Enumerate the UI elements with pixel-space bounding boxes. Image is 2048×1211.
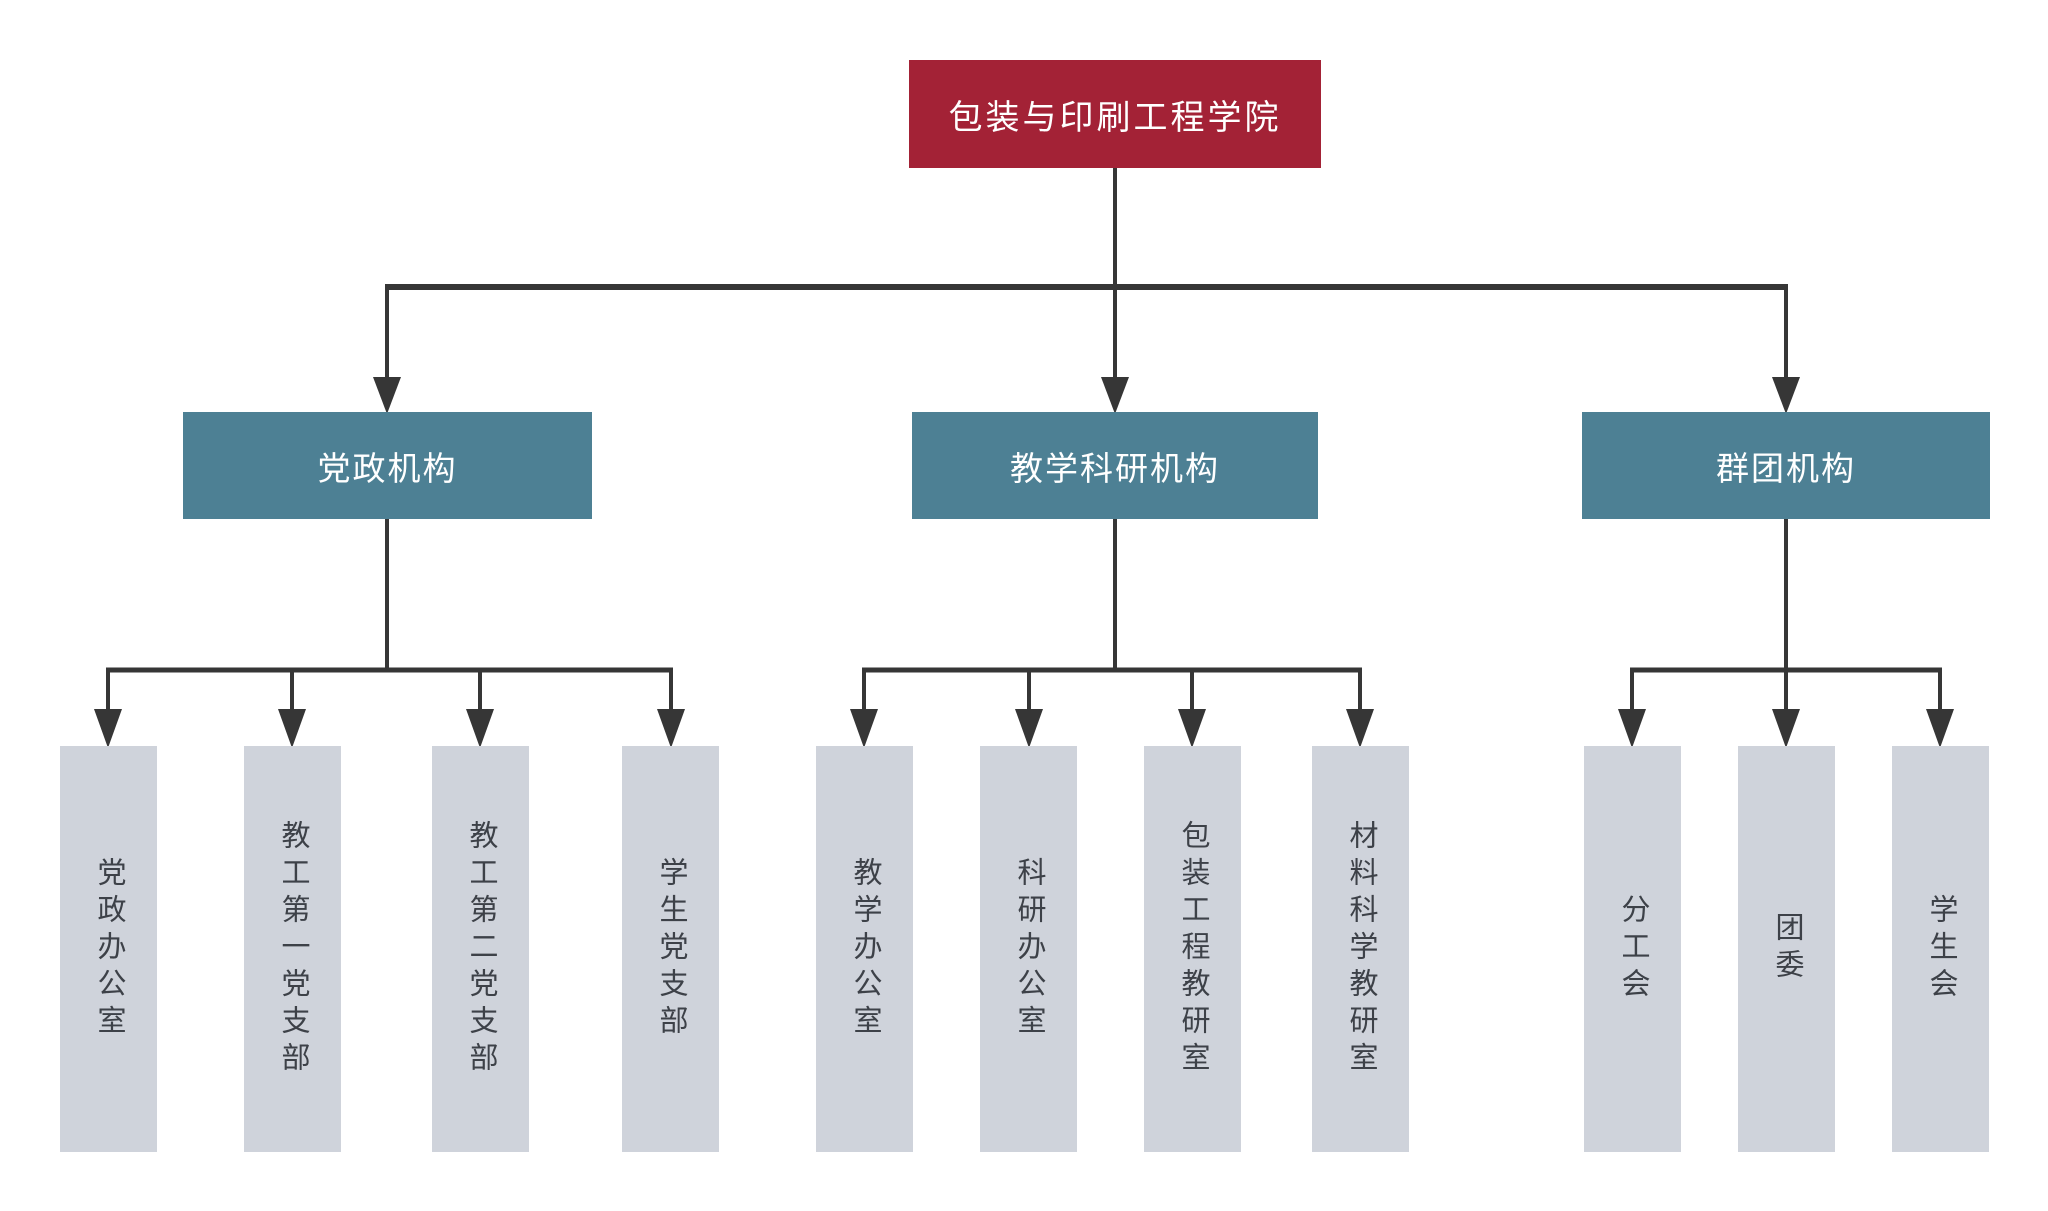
node-student-party-branch: 学生党支部 bbox=[622, 746, 719, 1152]
arrowhead-leaf-8 bbox=[1346, 709, 1374, 748]
node-materials-science-teaching-research-office: 材料科学教研室 bbox=[1312, 746, 1409, 1152]
arrowhead-leaf-6 bbox=[1015, 709, 1043, 748]
node-faculty-second-party-branch: 教工第二党支部 bbox=[432, 746, 529, 1152]
node-teaching-research-orgs: 教学科研机构 bbox=[912, 412, 1318, 519]
node-mass-orgs: 群团机构 bbox=[1582, 412, 1990, 519]
node-research-office: 科研办公室 bbox=[980, 746, 1077, 1152]
node-teaching-office: 教学办公室 bbox=[816, 746, 913, 1152]
arrowhead-leaf-4 bbox=[657, 709, 685, 748]
arrowhead-leaf-11 bbox=[1926, 709, 1954, 748]
node-college: 包装与印刷工程学院 bbox=[909, 60, 1321, 168]
node-party-gov-orgs: 党政机构 bbox=[183, 412, 592, 519]
node-youth-league-committee: 团委 bbox=[1738, 746, 1835, 1152]
node-branch-trade-union: 分工会 bbox=[1584, 746, 1681, 1152]
node-faculty-first-party-branch: 教工第一党支部 bbox=[244, 746, 341, 1152]
node-student-union: 学生会 bbox=[1892, 746, 1989, 1152]
arrowhead-branch-middle bbox=[1101, 377, 1129, 414]
arrowhead-leaf-2 bbox=[278, 709, 306, 748]
arrowhead-leaf-5 bbox=[850, 709, 878, 748]
arrowhead-leaf-3 bbox=[466, 709, 494, 748]
arrowhead-leaf-9 bbox=[1618, 709, 1646, 748]
arrowhead-leaf-1 bbox=[94, 709, 122, 748]
arrowhead-branch-right bbox=[1772, 377, 1800, 414]
arrowhead-leaf-7 bbox=[1178, 709, 1206, 748]
node-packaging-engineering-teaching-research-office: 包装工程教研室 bbox=[1144, 746, 1241, 1152]
node-party-gov-office: 党政办公室 bbox=[60, 746, 157, 1152]
arrowhead-leaf-10 bbox=[1772, 709, 1800, 748]
arrowhead-branch-left bbox=[373, 377, 401, 414]
